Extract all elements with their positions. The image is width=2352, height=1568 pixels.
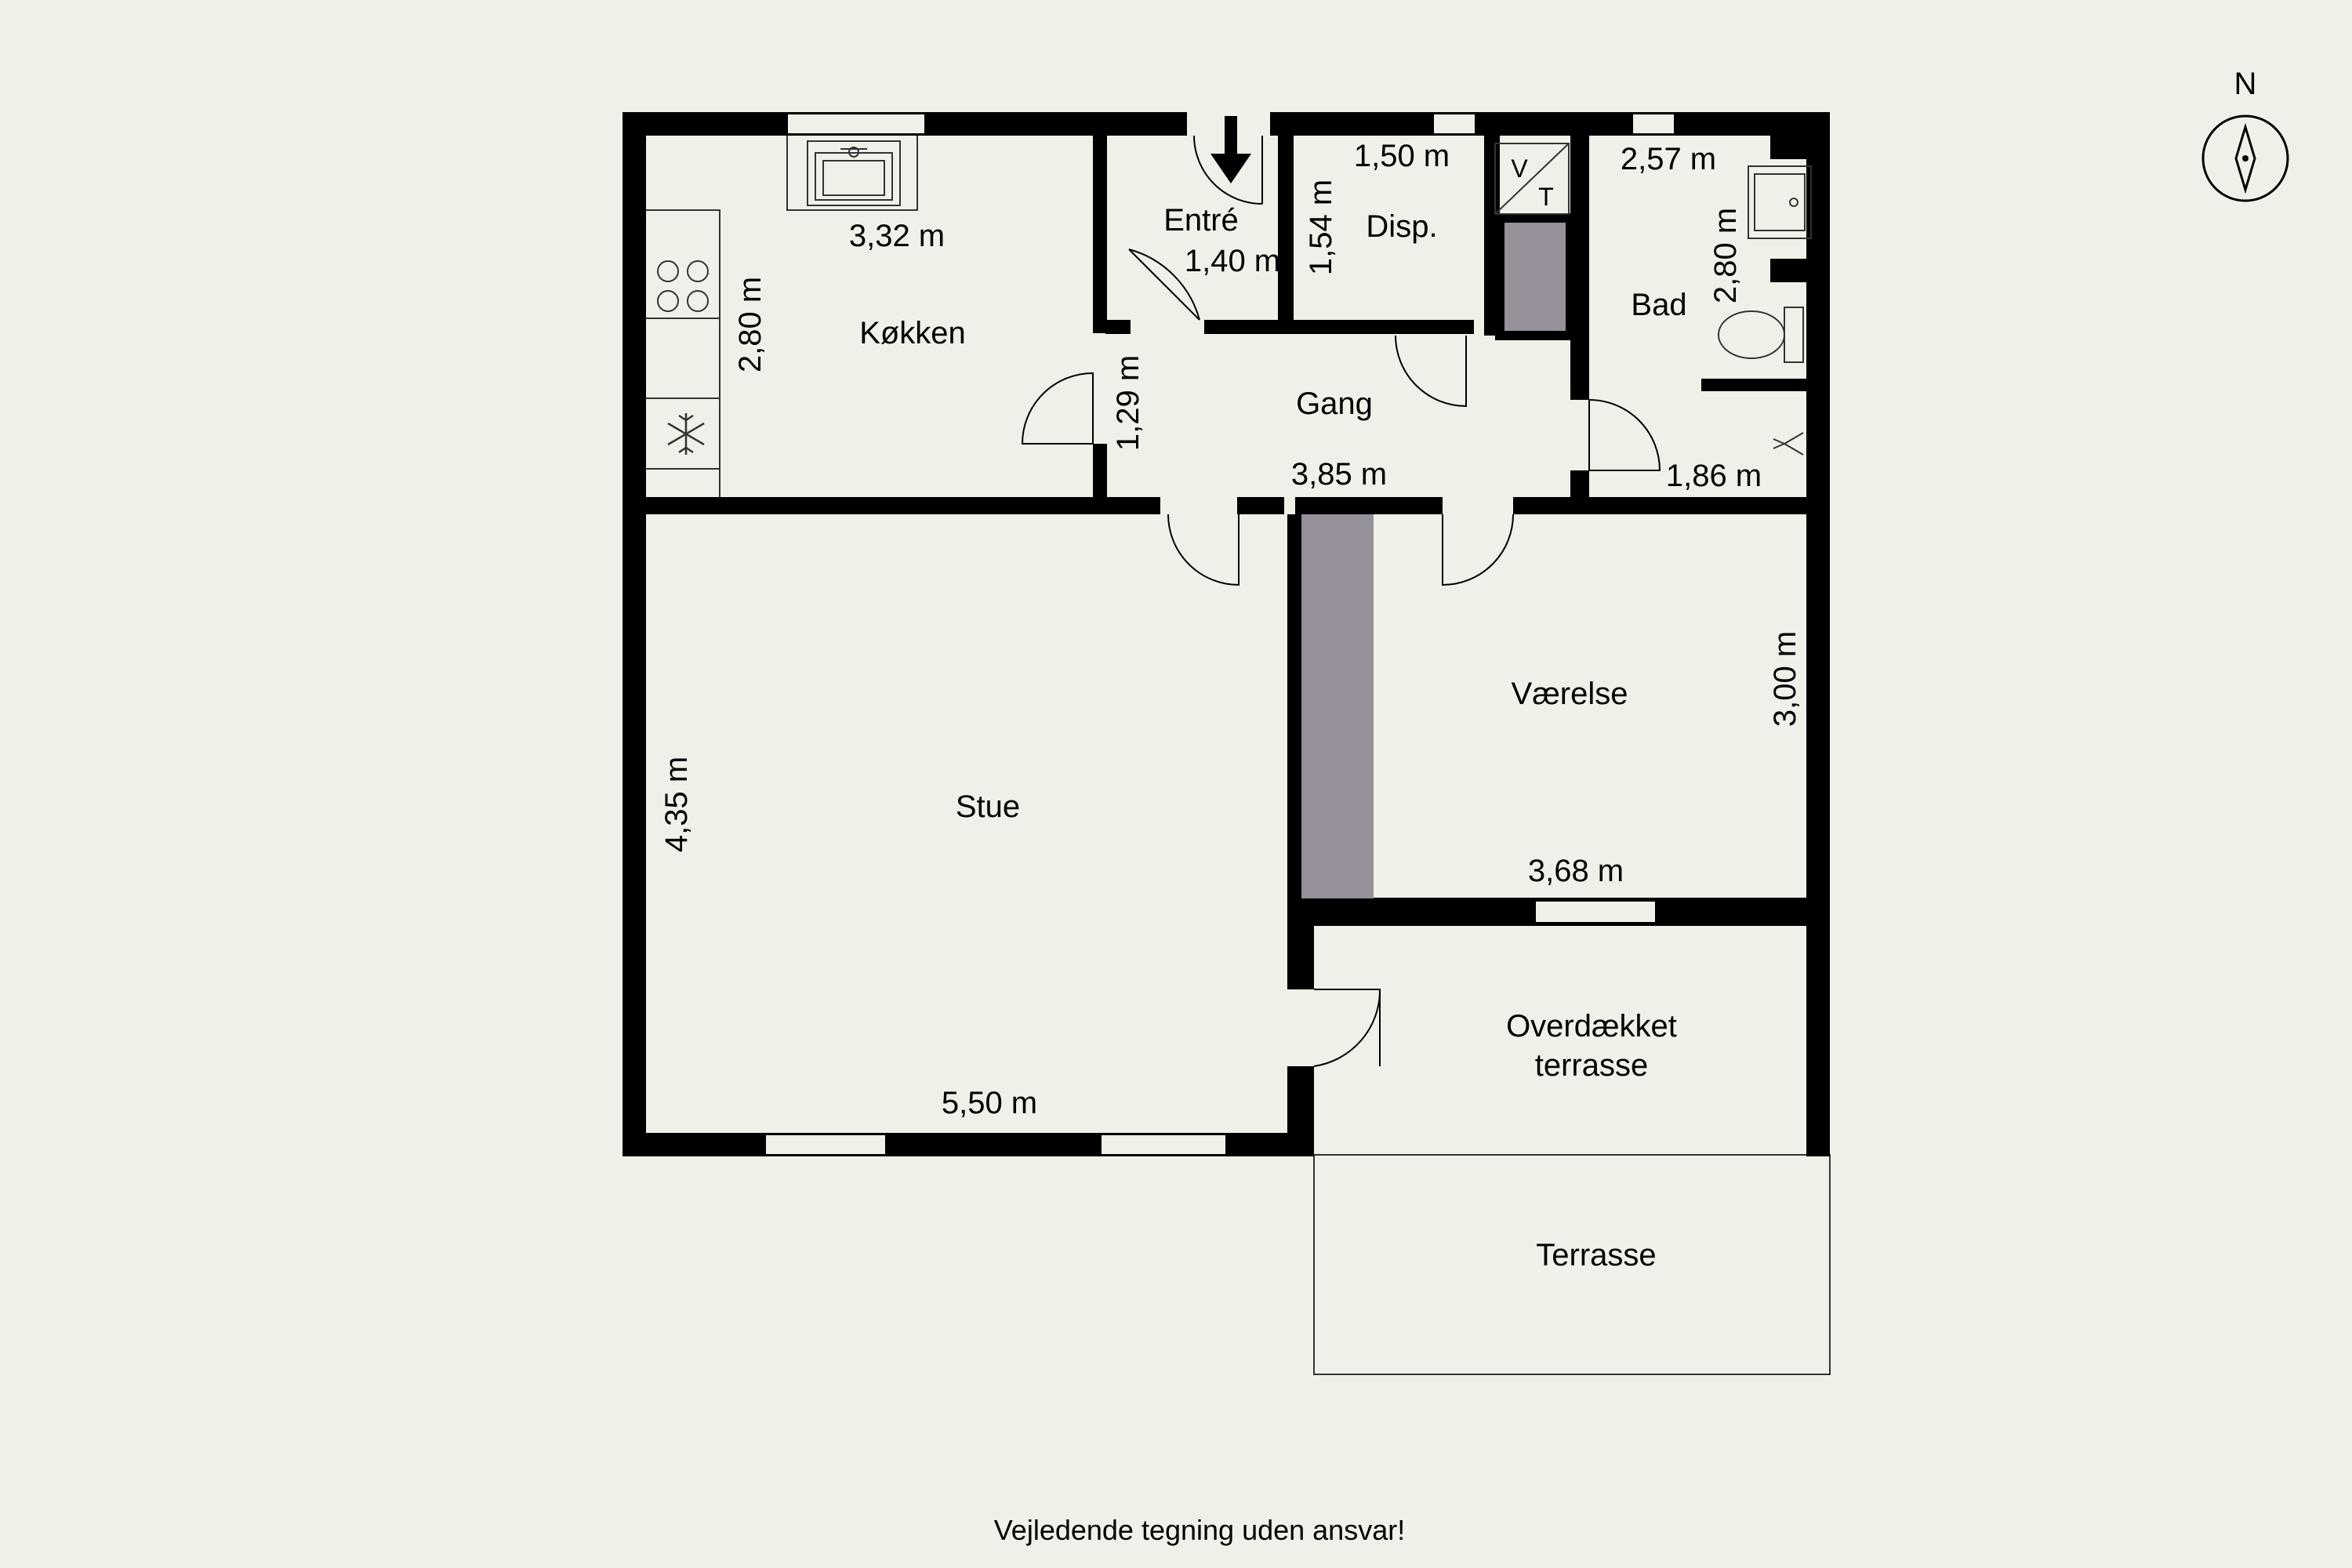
room-label-entrance: Entré xyxy=(1163,203,1239,238)
disclaimer-text: Vejledende tegning uden ansvar! xyxy=(994,1514,1405,1546)
entrance-arrow-icon xyxy=(1210,116,1251,183)
compass-icon xyxy=(2201,114,2289,202)
windows xyxy=(764,113,1675,1156)
room-label-living: Stue xyxy=(956,789,1020,824)
kitchen-counter xyxy=(646,136,918,497)
room-label-bathroom: Bad xyxy=(1631,288,1686,322)
dimension-bedroom-depth: 3,00 m xyxy=(1768,631,1802,727)
room-label-kitchen: Køkken xyxy=(859,316,966,350)
stove-icon xyxy=(657,260,709,312)
service-shaft xyxy=(1495,213,1575,340)
dimension-bath-width: 2,57 m xyxy=(1621,142,1716,176)
room-label-bedroom: Værelse xyxy=(1512,677,1628,711)
dimension-kitchen-width: 3,32 m xyxy=(849,219,945,253)
dimension-entrance-depth: 1,29 m xyxy=(1111,355,1145,451)
dimension-hall-small: 1,86 m xyxy=(1666,459,1762,493)
dimension-bedroom-width: 3,68 m xyxy=(1528,854,1624,888)
room-label-covered-terrace-2: terrasse xyxy=(1535,1048,1649,1083)
dryer-label: T xyxy=(1538,183,1554,211)
room-label-hallway: Gang xyxy=(1296,387,1373,421)
dimension-entrance-width: 1,40 m xyxy=(1185,244,1280,278)
room-label-terrace: Terrasse xyxy=(1536,1238,1656,1272)
ventilation-shaft xyxy=(1301,514,1374,898)
washbasin-icon xyxy=(1748,165,1812,239)
dimension-pantry-width: 1,50 m xyxy=(1354,139,1450,173)
fridge-icon xyxy=(667,413,705,455)
washer-label: V xyxy=(1511,154,1528,183)
dimension-pantry-depth: 1,54 m xyxy=(1304,180,1338,275)
doors xyxy=(1021,135,1661,1067)
dimension-bath-depth: 2,80 m xyxy=(1708,208,1743,303)
dimension-living-width: 5,50 m xyxy=(942,1086,1037,1120)
toilet-icon xyxy=(1718,307,1804,363)
sink-icon xyxy=(807,140,901,206)
washer-dryer-icon xyxy=(1494,143,1570,215)
compass-north-label: N xyxy=(2234,67,2257,101)
dimension-kitchen-depth: 2,80 m xyxy=(733,277,768,372)
dimension-living-depth: 4,35 m xyxy=(659,757,694,852)
room-label-covered-terrace: Overdækket xyxy=(1506,1009,1677,1044)
room-label-pantry: Disp. xyxy=(1366,209,1437,244)
shower-icon xyxy=(1773,432,1804,456)
dimension-hall-width: 3,85 m xyxy=(1291,457,1387,492)
